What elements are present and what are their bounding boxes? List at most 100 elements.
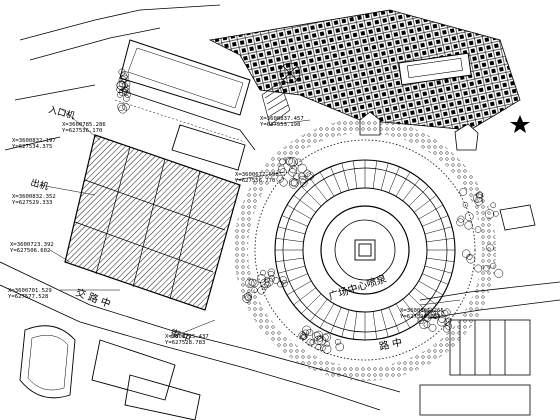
tree-symbol [242,293,252,303]
coord-6x: X=3600725.437 [165,334,209,340]
tree-symbol [312,331,321,341]
tree-symbol [305,171,315,181]
tree-symbol [123,84,130,91]
plaza-radial-line [293,195,316,213]
tree-symbol [122,88,128,95]
north-west-building [119,39,251,116]
tree-symbol [493,211,499,217]
plaza-radial-line [353,311,358,340]
tree-symbol [279,178,288,187]
tree-symbol [466,254,476,264]
plaza-radial-line [424,265,452,274]
plaza-radial-line [414,287,437,305]
tree-symbol [299,179,308,187]
tree-symbol [490,262,497,269]
tree-symbol [486,243,494,252]
tree-symbol [298,175,307,184]
tree-symbol [464,212,474,221]
tree-symbol [297,163,307,174]
coord-8x: X=3600677.598 [235,172,279,178]
tree-symbol [119,72,128,80]
south-east-buildings [419,204,536,416]
tree-symbol [289,177,298,187]
tree-symbol [123,95,130,102]
tree-symbol [264,277,274,287]
plaza-radial-line [281,215,308,227]
south-west-buildings [19,325,201,420]
tree-symbol [276,175,284,183]
plaza-radial-line [330,307,342,334]
tree-symbol [303,169,311,177]
plaza-radial-line [402,299,420,322]
plaza-radial-lines [275,160,455,340]
plaza-radial-line [422,215,449,227]
tree-symbol [301,333,308,340]
tree-symbol [462,202,469,208]
tree-groups [116,68,504,354]
tree-symbol [264,281,271,288]
plaza-radial-line [414,195,437,213]
plaza-radial-line [310,178,328,201]
coord-7x: X=3600837.457 [260,116,304,122]
tree-symbol [320,345,326,352]
tree-symbol [117,102,126,111]
tree-symbol [288,168,297,177]
coord-5y: Y=627577.528 [8,294,49,300]
plaza-radial-line [341,309,350,337]
tree-symbol [260,269,266,276]
plaza-radial-line [395,171,411,197]
plaza-radial-line [408,186,429,207]
plaza-radial-line [341,163,350,191]
star-sculpture-icon [510,115,530,133]
coord-8y: Y=627556.770 [235,178,275,184]
tree-symbol [267,270,275,278]
tree-symbol [315,344,322,351]
plaza-radial-line [353,160,358,189]
fountain-star-icon [279,62,301,84]
coord-9x: X=3600801.265 [400,308,444,314]
tree-symbol [257,286,266,295]
tree-symbol [462,249,471,258]
label-road: 交 路 中 [74,286,113,311]
plaza-radial-line [278,265,306,274]
tree-symbol [286,157,296,167]
tree-symbol [427,307,433,314]
label-gate-top: 入口机 [47,103,76,122]
tree-symbol [464,221,473,230]
tree-symbol [245,278,255,288]
plaza-radial-line [301,186,322,207]
tree-symbol [263,276,270,283]
plaza-radial-line [275,257,304,262]
coord-3x: X=3600832.352 [12,194,56,200]
tree-symbol [277,280,284,288]
tree-symbol [290,178,300,187]
tree-symbol [288,157,298,167]
tree-symbol [474,196,484,206]
tree-symbol [427,309,436,318]
plaza-radial-line [293,287,316,305]
tree-symbol [484,209,495,219]
plaza-radial-line [422,273,449,285]
coord-2y: Y=627534.375 [12,144,52,150]
coord-7y: Y=627553.198 [260,122,301,128]
tree-symbol [289,179,299,189]
plaza-radial-line [408,293,429,314]
tree-symbol [314,330,323,340]
plaza-radial-line [380,163,389,191]
coord-2x: X=3600832.197 [12,138,56,144]
tree-symbol [417,317,425,325]
tree-symbol [443,308,451,316]
tree-symbol [257,274,266,283]
plaza-radial-line [372,160,377,189]
plaza-radial-line [418,204,444,220]
plaza-radial-line [426,238,455,243]
tree-symbol [474,264,483,273]
tree-symbol [118,104,128,114]
tree-symbol [118,68,126,76]
plaza-radial-line [281,273,308,285]
coord-9y: Y=627520.733 [400,314,440,320]
tree-symbol [244,294,252,302]
tree-symbol [281,280,288,287]
plaza-radial-line [418,280,444,296]
